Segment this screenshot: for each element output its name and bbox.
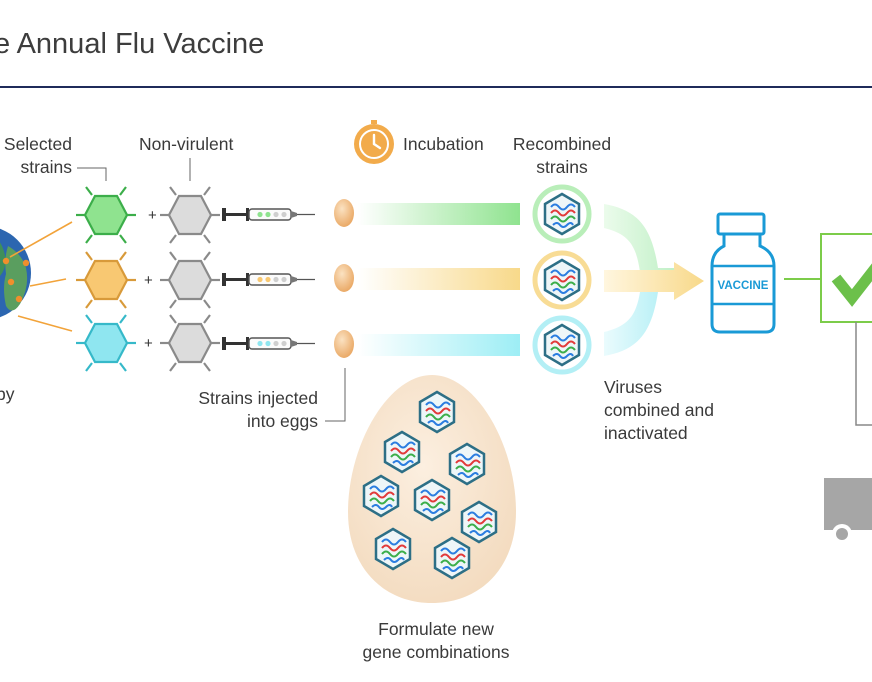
checkmark-icon: [820, 233, 872, 323]
strain-green-icon: [74, 185, 138, 245]
label-line: strains: [20, 157, 72, 177]
label-incubation: Incubation: [403, 134, 484, 154]
truck-icon: [824, 478, 872, 544]
connector-line: [855, 322, 872, 426]
non-virulent-strain-icon: [158, 250, 222, 310]
incubation-band-green: [358, 203, 520, 225]
clock-icon: [354, 120, 394, 164]
label-recombined-strains: Recombined strains: [500, 133, 624, 179]
vaccine-label: VACCINE: [718, 280, 769, 292]
label-line: combined and: [604, 400, 714, 420]
syringe-icon: [221, 272, 316, 287]
combine-arrow-cyan: [604, 292, 658, 356]
egg-icon: [334, 330, 354, 358]
selection-line-orange: [29, 278, 67, 287]
strain-cyan-icon: [74, 313, 138, 373]
label-line: inactivated: [604, 423, 688, 443]
strain-orange-icon: [74, 250, 138, 310]
selection-line-cyan: [17, 315, 73, 332]
label-non-virulent: Non-virulent: [139, 134, 234, 154]
label-strains-injected: Strains injected into eggs: [180, 387, 318, 433]
label-line: Selected: [3, 134, 72, 154]
recombined-strain-cyan: [532, 315, 592, 375]
leader-selected-strains: [77, 167, 107, 181]
label-line: Recombined: [512, 134, 612, 154]
title-divider: [0, 86, 872, 88]
incubation-band-cyan: [358, 334, 520, 356]
non-virulent-strain-icon: [158, 313, 222, 373]
page-title: e Annual Flu Vaccine: [0, 28, 265, 60]
selection-line-green: [9, 221, 73, 258]
egg-icon: [334, 264, 354, 292]
label-line: Strains injected: [198, 388, 318, 408]
vaccine-vial-icon: VACCINE: [710, 212, 776, 334]
label-formulate: Formulate new gene combinations: [346, 618, 526, 664]
label-line: Viruses: [604, 377, 663, 397]
combine-arrow-orange: [604, 262, 704, 300]
plus-sign: +: [148, 207, 157, 224]
plus-sign: +: [144, 272, 153, 289]
recombined-strain-orange: [532, 250, 592, 310]
leader-strains-injected: [325, 368, 346, 422]
label-selected-strains: Selected strains: [0, 133, 72, 179]
big-egg-icon: [348, 375, 516, 603]
egg-icon: [334, 199, 354, 227]
syringe-icon: [221, 207, 316, 222]
label-viruses-combined: Viruses combined and inactivated: [604, 376, 714, 445]
label-line: gene combinations: [362, 642, 510, 662]
label-partial-left: py: [0, 384, 15, 404]
label-line: strains: [536, 157, 588, 177]
globe-icon: [0, 228, 31, 318]
incubation-band-orange: [358, 268, 520, 290]
label-line: into eggs: [246, 411, 318, 431]
label-line: Formulate new: [378, 619, 494, 639]
syringe-icon: [221, 336, 316, 351]
plus-sign: +: [144, 335, 153, 352]
recombined-strain-green: [532, 184, 592, 244]
non-virulent-strain-icon: [158, 185, 222, 245]
